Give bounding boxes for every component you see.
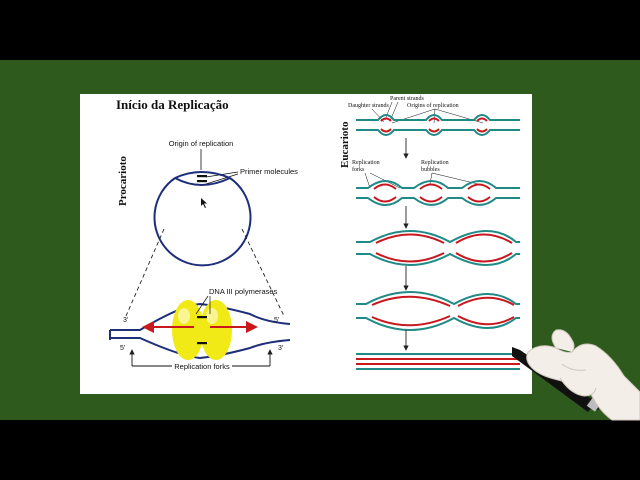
bubbles-label-2: bubbles [421, 167, 440, 173]
slide-panel: Início da Replicação Procarioto Origin o… [80, 94, 532, 394]
polymerase-pointer-1 [195, 295, 209, 315]
forks-bracket [129, 349, 273, 367]
slide-title: Início da Replicação [116, 97, 229, 112]
primer-bottom-expanded [197, 342, 207, 345]
forks-label: Replication forks [174, 362, 230, 371]
forks-label-euk-2: forks [352, 166, 365, 173]
origin-label: Origin of replication [169, 139, 234, 148]
primer-molecule-top [197, 175, 207, 178]
forks-label-euk-1: Replication [352, 160, 380, 166]
end-5prime-right: 5' [274, 317, 279, 324]
replication-diagram: Início da Replicação Procarioto Origin o… [109, 96, 520, 371]
hand [526, 329, 640, 421]
end-3prime-left: 3' [123, 317, 128, 324]
end-5prime-left: 5' [120, 345, 125, 352]
origins-label: Origins of replication [407, 102, 459, 109]
eukaryote-row-2 [356, 180, 520, 206]
letterbox-bottom [0, 420, 640, 480]
zoom-line-right [241, 228, 285, 317]
eukaryote-row-4 [356, 291, 520, 331]
eukaryote-row-3 [356, 230, 520, 266]
primer-pointer-2 [205, 173, 239, 185]
daughter-strands-label: Daughter strands [348, 103, 389, 109]
end-3prime-right: 3' [278, 345, 283, 352]
mouse-cursor-icon [201, 198, 207, 208]
letterbox-top [0, 0, 640, 60]
primer-molecule-bottom [197, 180, 207, 183]
prokaryote-label: Procarioto [117, 156, 129, 206]
primer-top-expanded [197, 316, 207, 319]
circular-chromosome [153, 171, 252, 267]
polymerase-label: DNA III polymerases [209, 287, 278, 296]
eukaryote-label: Eucarioto [339, 121, 351, 168]
bubbles-label-1: Replication [421, 160, 449, 166]
primer-label: Primer molecules [240, 167, 298, 176]
parent-strands-label: Parent strands [390, 96, 424, 102]
eukaryote-row-5 [356, 353, 520, 370]
polymerase-highlights [178, 308, 218, 324]
zoom-line-left [125, 228, 165, 317]
eukaryote-row-1 [356, 114, 520, 136]
